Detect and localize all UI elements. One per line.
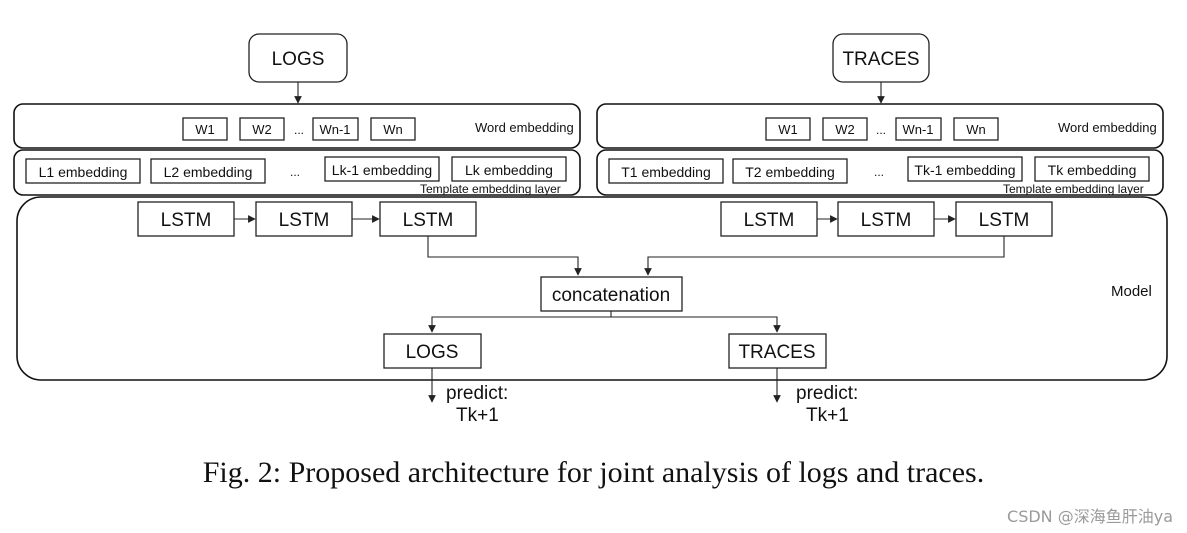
logs-prediction-line1: predict: — [446, 383, 508, 404]
right-word-box-2 — [822, 117, 868, 141]
left-lstm-3: LSTM — [403, 210, 454, 231]
right-lstm-2: LSTM — [861, 210, 912, 231]
concat-to-traces-connector — [611, 316, 781, 333]
left-template-1: L1 embedding — [39, 164, 128, 180]
left-template-box-1 — [25, 158, 141, 184]
left-lstm-3-box — [379, 201, 477, 237]
left-template-2: L2 embedding — [164, 164, 253, 180]
left-word-embedding-label: Word embedding — [475, 120, 574, 135]
logs-input-label: LOGS — [272, 49, 325, 70]
watermark: CSDN @深海鱼肝油ya — [1007, 507, 1173, 526]
left-word-1: W1 — [195, 122, 215, 137]
right-lstm-1: LSTM — [744, 210, 795, 231]
right-word-ellipsis: ... — [876, 123, 886, 137]
right-word-2: W2 — [835, 122, 855, 137]
right-template-box-2 — [732, 158, 848, 184]
right-lstm-to-concat-connector — [644, 236, 1005, 276]
right-word-box-1 — [765, 117, 811, 141]
right-word-n: Wn — [966, 122, 986, 137]
left-word-embedding-panel — [13, 103, 581, 149]
right-lstm-1-box — [720, 201, 818, 237]
right-word-n-1: Wn-1 — [902, 122, 933, 137]
concat-to-logs-connector — [428, 316, 611, 333]
right-template-1: T1 embedding — [621, 164, 711, 180]
left-word-2: W2 — [252, 122, 272, 137]
logs-output-box — [383, 333, 482, 369]
logs-prediction-line2: Tk+1 — [456, 405, 499, 426]
traces-prediction-line1: predict: — [796, 383, 858, 404]
left-lstm-2-box — [255, 201, 353, 237]
right-word-1: W1 — [778, 122, 798, 137]
concatenation-label: concatenation — [552, 285, 670, 306]
left-word-box-n — [370, 117, 416, 141]
logs-output-label: LOGS — [406, 342, 459, 363]
left-word-box-2 — [239, 117, 285, 141]
right-template-ellipsis: ... — [874, 165, 884, 179]
left-lstm-2: LSTM — [279, 210, 330, 231]
right-word-embedding-panel — [596, 103, 1164, 149]
traces-output-box — [728, 333, 827, 369]
right-template-k-1: Tk-1 embedding — [914, 162, 1015, 178]
right-lstm-3-box — [955, 201, 1053, 237]
left-lstm-to-concat-connector — [427, 236, 582, 276]
right-template-k: Tk embedding — [1048, 162, 1137, 178]
left-template-box-k — [451, 156, 567, 182]
left-word-n: Wn — [383, 122, 403, 137]
left-word-ellipsis: ... — [294, 123, 304, 137]
right-template-box-k — [1034, 156, 1150, 182]
traces-output-label: TRACES — [738, 342, 815, 363]
left-template-k-1: Lk-1 embedding — [332, 162, 432, 178]
figure-caption: Fig. 2: Proposed architecture for joint … — [202, 456, 985, 489]
left-template-box-2 — [150, 158, 266, 184]
concatenation-box — [540, 276, 683, 312]
traces-prediction-line2: Tk+1 — [806, 405, 849, 426]
left-word-box-1 — [182, 117, 228, 141]
left-word-n-1: Wn-1 — [319, 122, 350, 137]
right-lstm-3: LSTM — [979, 210, 1030, 231]
right-lstm-2-box — [837, 201, 935, 237]
right-template-embedding-label: Template embedding layer — [1003, 182, 1144, 196]
left-template-embedding-label: Template embedding layer — [420, 182, 561, 196]
left-word-box-n-1 — [312, 117, 359, 141]
model-label: Model — [1111, 283, 1152, 300]
left-template-k: Lk embedding — [465, 162, 553, 178]
left-lstm-1-box — [137, 201, 235, 237]
right-word-box-n-1 — [895, 117, 942, 141]
left-lstm-1: LSTM — [161, 210, 212, 231]
left-template-ellipsis: ... — [290, 165, 300, 179]
right-template-2: T2 embedding — [745, 164, 835, 180]
right-word-embedding-label: Word embedding — [1058, 120, 1157, 135]
traces-input-label: TRACES — [842, 49, 919, 70]
right-template-box-k-1 — [907, 156, 1023, 182]
right-template-box-1 — [608, 158, 724, 184]
right-word-box-n — [953, 117, 999, 141]
left-template-box-k-1 — [324, 156, 440, 182]
